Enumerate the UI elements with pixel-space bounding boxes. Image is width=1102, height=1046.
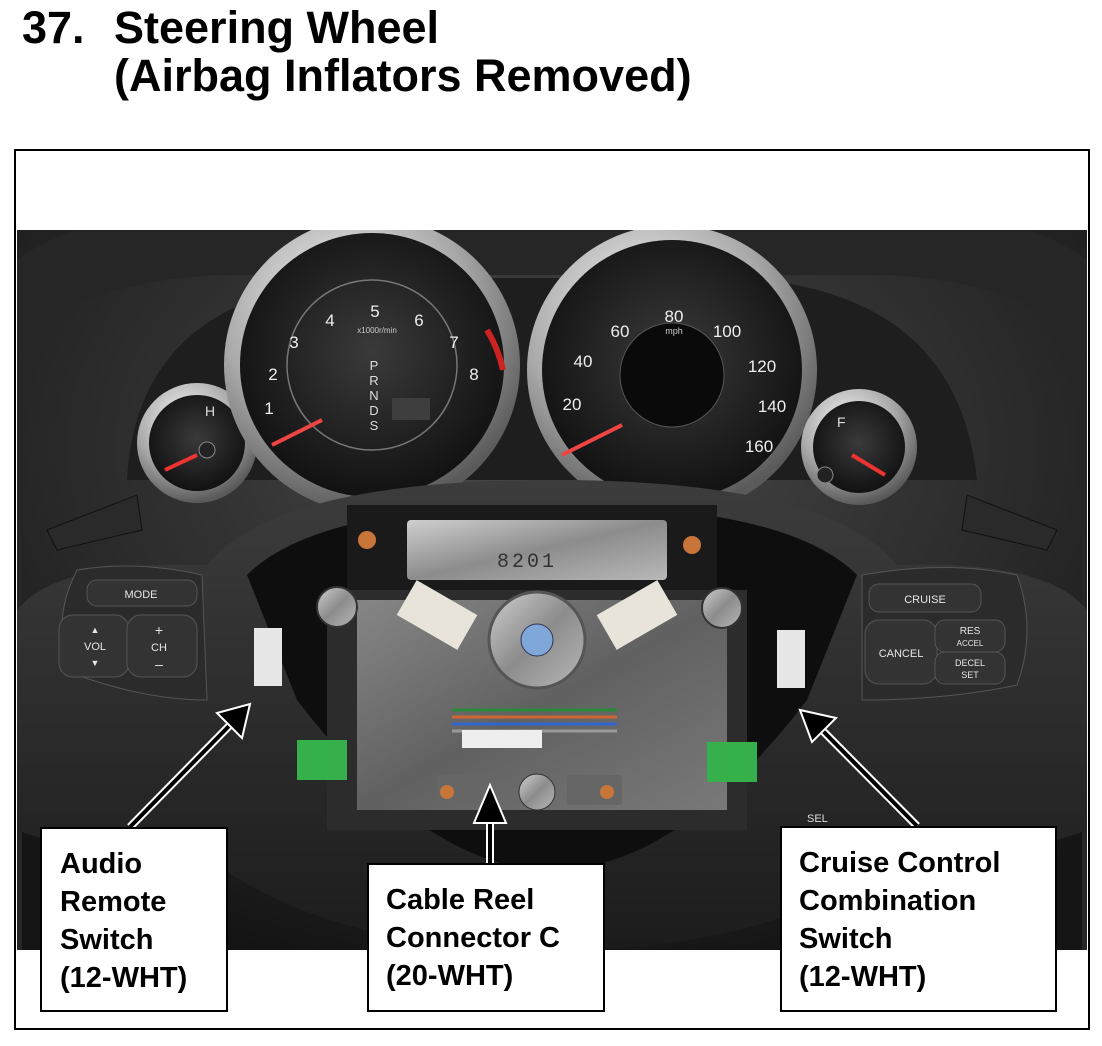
tach-number-8: 8 [469,365,478,384]
tach-number-2: 2 [268,365,277,384]
res-label: RES [960,626,981,637]
callout-cable-line-2: Connector C [386,922,560,954]
set-label: SET [961,670,979,680]
cancel-label: CANCEL [879,648,924,660]
callout-audio-line-3: Switch [60,924,154,956]
decel-label: DECEL [955,658,985,668]
speedometer: 20 40 60 80 100 120 140 160 mph [527,230,817,515]
speed-number-80: 80 [665,307,684,326]
ch-plus: + [155,622,163,638]
figure-number: 37. [22,2,85,53]
gear-d: D [369,403,378,418]
callout-cruise-control-switch: Cruise Control Combination Switch (12-WH… [780,826,1057,1012]
callout-cable-reel-connector: Cable Reel Connector C (20-WHT) [367,863,605,1012]
tach-number-3: 3 [289,333,298,352]
tach-unit: x1000r/min [357,326,397,335]
tach-number-1: 1 [264,399,273,418]
callout-audio-line-1: Audio [60,848,143,880]
tach-number-4: 4 [325,311,334,330]
speed-number-60: 60 [611,322,630,341]
callout-cruise-line-4: (12-WHT) [799,961,927,993]
airbag-mounting-mechanism: 8201 [254,505,805,830]
callout-cruise-line-2: Combination [799,885,977,917]
callout-audio-line-2: Remote [60,886,167,918]
callout-cable-line-3: (20-WHT) [386,960,514,992]
temp-gauge-label: H [205,403,215,419]
fuel-gauge: F [801,389,917,505]
audio-remote-switch-panel: MODE ▲ VOL ▼ + CH – [58,565,208,701]
gear-r: R [369,373,378,388]
tach-number-6: 6 [414,311,423,330]
mode-label: MODE [125,589,158,601]
speed-unit: mph [665,326,683,336]
callout-cable-line-1: Cable Reel [386,884,535,916]
title-line-1: Steering Wheel [114,2,440,53]
speed-number-140: 140 [758,397,786,416]
gear-s: S [370,418,379,433]
speed-number-100: 100 [713,322,741,341]
cruise-control-switch-panel: CRUISE CANCEL RES ACCEL DECEL SET [861,567,1028,701]
plate-code: 8201 [497,551,557,574]
tach-number-5: 5 [370,302,379,321]
speed-number-20: 20 [563,395,582,414]
speed-number-120: 120 [748,357,776,376]
tach-number-7: 7 [449,333,458,352]
callout-audio-line-4: (12-WHT) [60,962,188,994]
tachometer: 1 2 3 4 5 6 7 8 x1000r/min P R N D S [224,230,520,513]
speed-number-40: 40 [574,352,593,371]
callout-cruise-line-1: Cruise Control [799,847,1001,879]
cruise-label: CRUISE [904,594,946,606]
gear-n: N [369,388,378,403]
speed-number-160: 160 [745,437,773,456]
temperature-gauge: H [137,383,257,503]
ch-label: CH [151,642,167,654]
page-title: 37. Steering Wheel (Airbag Inflators Remo… [22,4,692,100]
vol-up-arrow: ▲ [91,625,100,635]
vol-label: VOL [84,641,106,653]
accel-label: ACCEL [957,639,984,648]
vol-down-arrow: ▼ [91,658,100,668]
callout-audio-remote-switch: Audio Remote Switch (12-WHT) [40,827,228,1012]
ch-minus: – [155,656,163,672]
fuel-gauge-label: F [837,414,846,430]
title-line-2: (Airbag Inflators Removed) [114,50,692,101]
sel-label: SEL [807,813,828,825]
gear-p: P [370,358,379,373]
callout-cruise-line-3: Switch [799,923,893,955]
